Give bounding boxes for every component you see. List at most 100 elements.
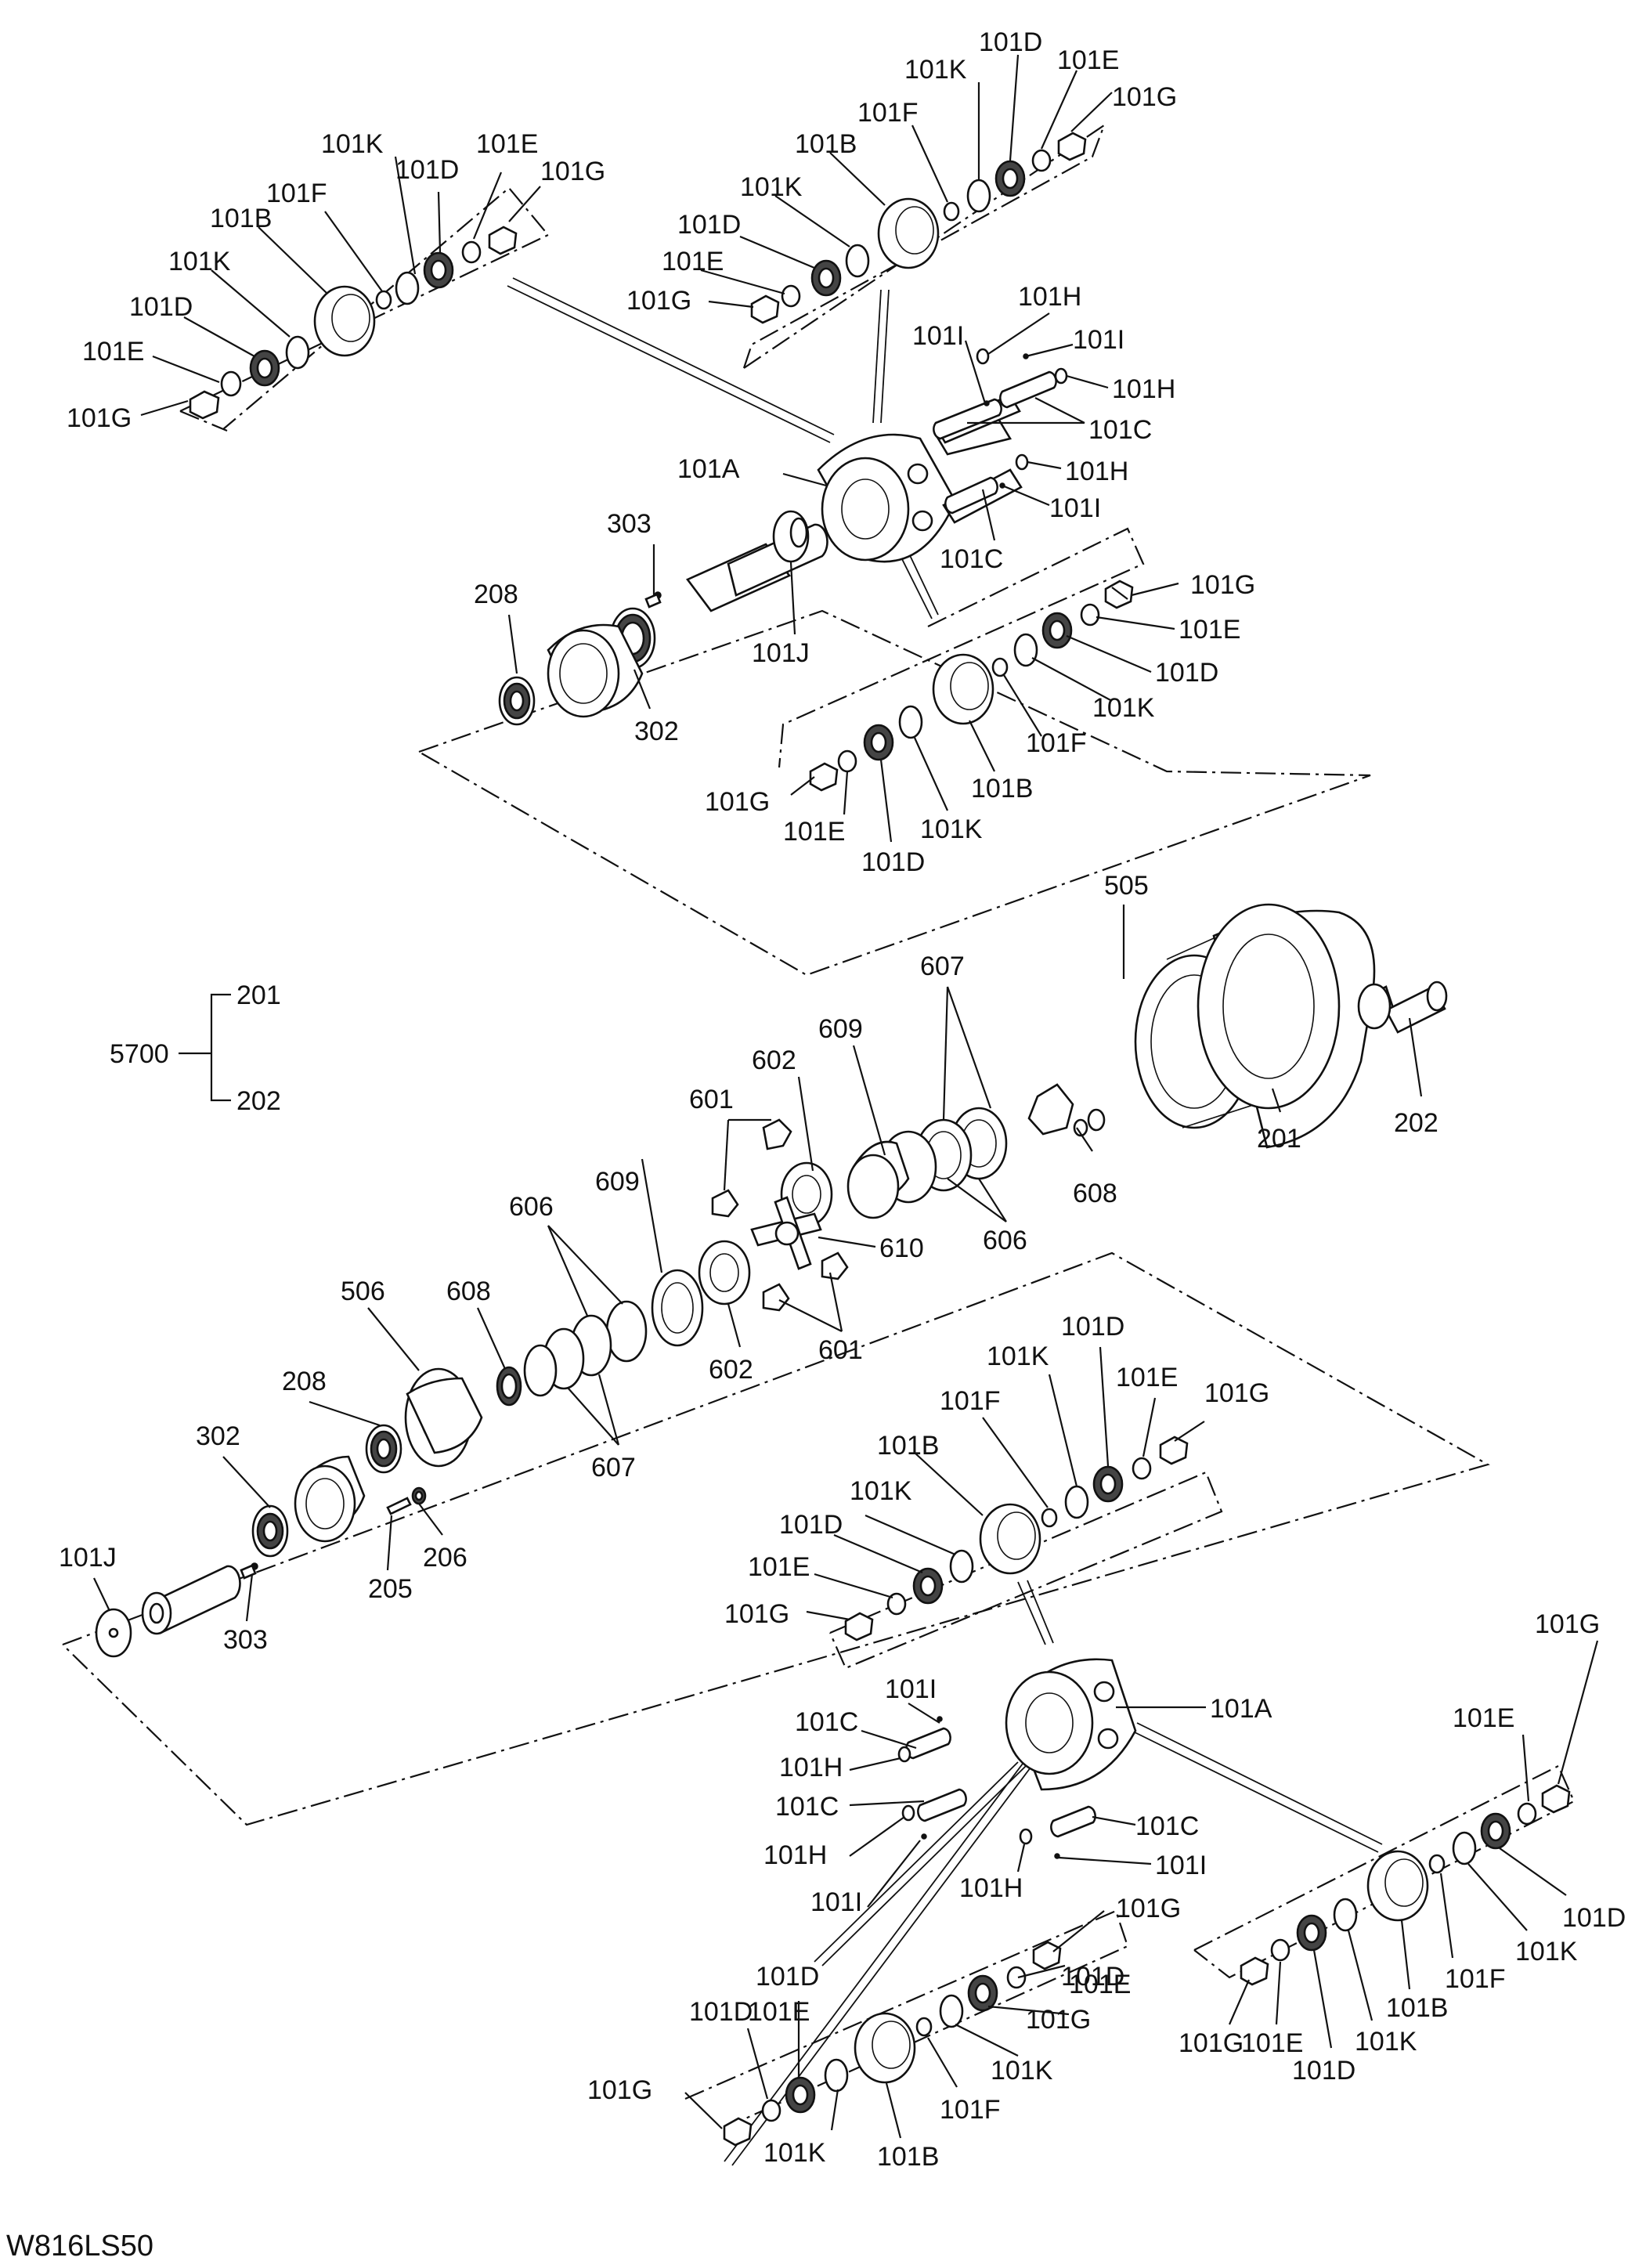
part-label: 101D xyxy=(779,1510,843,1540)
part-label: 101K xyxy=(987,1342,1049,1371)
part-label: 608 xyxy=(1073,1179,1117,1208)
part-label: 302 xyxy=(634,717,679,746)
part-label: 101E xyxy=(1116,1363,1178,1392)
part-label: 101D xyxy=(129,292,193,322)
part-label: 101I xyxy=(1155,1851,1207,1880)
part-label: 101I xyxy=(810,1887,862,1917)
part-label: 101G xyxy=(1535,1609,1600,1639)
part-label: 101E xyxy=(1179,615,1240,645)
part-labels: 101K 101D 101E 101G 101F 101B 101K 101D … xyxy=(59,27,1626,2172)
part-label: 101E xyxy=(1241,2028,1303,2058)
part-label: 101G xyxy=(67,403,132,433)
part-label: 601 xyxy=(818,1335,863,1365)
part-label: 101K xyxy=(763,2138,826,2168)
part-label: 505 xyxy=(1104,871,1149,901)
part-label: 101K xyxy=(1355,2027,1417,2057)
part-label: 202 xyxy=(1394,1108,1438,1138)
part-label: 101H xyxy=(1112,374,1175,404)
part-label: 101C xyxy=(1135,1811,1199,1841)
lower-left-bearing-set xyxy=(723,1941,1062,2147)
part-label: 101C xyxy=(1088,415,1152,445)
part-label: 101F xyxy=(940,2095,1001,2125)
diagram-code: W816LS50 xyxy=(6,2230,153,2263)
upper-axle-shaft xyxy=(644,510,828,612)
part-label: 303 xyxy=(607,509,652,539)
part-label: 101G xyxy=(1116,1894,1181,1923)
part-label: 101D xyxy=(395,155,459,185)
part-label: 101A xyxy=(677,454,740,484)
part-label: 101G xyxy=(587,2075,652,2105)
part-label: 101E xyxy=(82,337,144,367)
part-label: 609 xyxy=(595,1167,640,1197)
part-label: 101E xyxy=(748,1552,810,1582)
upper-hub xyxy=(817,348,1068,563)
ring-gear-and-case xyxy=(1073,903,1448,1149)
part-label: 101K xyxy=(904,55,967,85)
part-label: 101E xyxy=(1453,1703,1514,1733)
part-label: 101E xyxy=(1069,1970,1131,1999)
connection-lines xyxy=(507,277,1383,2166)
part-label: 101G xyxy=(1179,2028,1244,2058)
part-label: 101D xyxy=(1562,1903,1626,1933)
part-label: 101I xyxy=(1073,325,1124,355)
part-label: 101E xyxy=(1057,45,1119,75)
top-middle-bearing-set xyxy=(750,132,1087,324)
part-label: 201 xyxy=(1257,1124,1301,1154)
part-label: 101B xyxy=(210,204,272,233)
part-label: 101F xyxy=(266,179,327,208)
part-label: 101H xyxy=(779,1753,843,1782)
part-label: 101D xyxy=(979,27,1042,57)
part-label: 101K xyxy=(1092,693,1155,723)
part-label: 101I xyxy=(885,1674,937,1704)
part-label: 101G xyxy=(724,1599,789,1629)
part-label: 205 xyxy=(368,1574,413,1604)
part-label: 609 xyxy=(818,1014,863,1044)
part-label: 606 xyxy=(509,1192,554,1222)
part-label: 101F xyxy=(857,98,919,128)
part-label: 101H xyxy=(763,1840,827,1870)
part-label: 206 xyxy=(423,1543,467,1573)
part-label: 101D xyxy=(1155,658,1218,688)
part-label: 101E xyxy=(662,247,724,276)
part-label: 607 xyxy=(920,952,965,981)
part-label: 101D xyxy=(1061,1962,1124,1992)
part-label: 101G xyxy=(705,787,770,817)
part-label: 101D xyxy=(1292,2056,1355,2086)
part-label: 602 xyxy=(752,1046,796,1075)
part-label: 601 xyxy=(689,1085,734,1114)
lower-middle-bearing-set xyxy=(844,1436,1189,1641)
part-label: 101C xyxy=(940,544,1003,574)
part-label: 101J xyxy=(752,638,810,668)
part-label: 303 xyxy=(223,1625,268,1655)
part-label: 302 xyxy=(196,1421,240,1451)
part-label: 101G xyxy=(1026,2005,1091,2035)
part-label: 606 xyxy=(983,1226,1027,1255)
part-label: 101G xyxy=(1204,1378,1269,1408)
part-label: 101B xyxy=(795,129,857,159)
part-label: 208 xyxy=(474,580,518,609)
part-label: 101D xyxy=(689,1997,753,2027)
part-label: 101D xyxy=(1061,1312,1124,1342)
part-label: 101H xyxy=(959,1873,1023,1903)
part-label: 101E xyxy=(783,817,845,847)
part-label: 101K xyxy=(920,814,983,844)
lower-hub xyxy=(897,1658,1137,1859)
set-child-label: 202 xyxy=(236,1086,281,1116)
part-label: 101B xyxy=(877,2142,939,2172)
part-label: 101D xyxy=(677,210,741,240)
part-label: 101K xyxy=(991,2056,1053,2086)
upper-carrier-bearings xyxy=(498,607,656,726)
part-label: 101E xyxy=(476,129,538,159)
part-label: 506 xyxy=(341,1277,385,1306)
parts xyxy=(95,132,1571,2147)
part-label: 101D xyxy=(756,1962,819,1992)
part-label: 101H xyxy=(1065,457,1128,486)
part-label: 101B xyxy=(1386,1993,1448,2023)
part-label: 101I xyxy=(912,321,964,351)
differential-internals xyxy=(496,1083,1074,1407)
middle-right-bearing-set xyxy=(809,580,1134,792)
leader-lines xyxy=(93,54,1599,2139)
part-label: 608 xyxy=(446,1277,491,1306)
part-label: 101K xyxy=(1515,1937,1578,1966)
